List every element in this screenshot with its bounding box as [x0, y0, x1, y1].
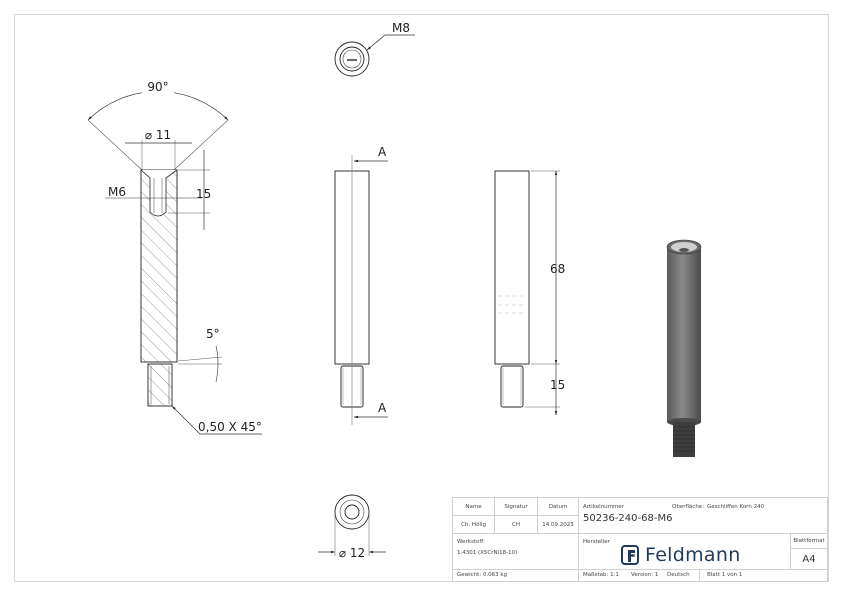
header-name: Name — [453, 498, 495, 516]
article-number: 50236-240-68-M6 — [583, 513, 673, 524]
manufacturer-label: Hersteller — [583, 539, 610, 545]
top-view: M8 — [334, 21, 415, 77]
thread-length-15-label: 15 — [550, 378, 565, 392]
depth-15-label: 15 — [196, 187, 211, 201]
weight: Gewicht: 0.063 kg — [457, 572, 508, 578]
sheet-format-value: A4 — [791, 549, 828, 570]
article-label: Artikelnummer — [583, 504, 624, 510]
manufacturer-cell: Hersteller Feldmann — [579, 534, 791, 570]
section-marker-a-top: A — [378, 145, 387, 159]
diameter-11-label: ⌀ 11 — [145, 128, 171, 142]
material-label: Werkstoff: — [457, 539, 485, 545]
weight-cell: Gewicht: 0.063 kg — [453, 570, 579, 582]
m8-thread-label: M8 — [392, 21, 410, 35]
bottom-view: ⌀ 12 — [318, 494, 386, 560]
footer-cell: Maßstab: 1:1 Version: 1 Deutsch Blatt 1 … — [579, 570, 828, 582]
section-marker-a-bottom: A — [378, 401, 387, 415]
chamfer-label: 0,50 X 45° — [198, 420, 262, 434]
logo-icon — [621, 545, 639, 565]
material-cell: Werkstoff: 1.4301 (X5CrNi18-10) — [453, 534, 579, 570]
article-cell: Artikelnummer 50236-240-68-M6 Oberfläche… — [579, 498, 828, 534]
sheet-format-label: Blattformat — [791, 534, 828, 549]
side-view: 68 15 — [494, 170, 565, 415]
manufacturer-name: Feldmann — [645, 544, 741, 566]
sheet-number: Blatt 1 von 1 — [707, 572, 743, 578]
title-block: Name Signatur Datum Ch. Hölig CH 14.09.2… — [452, 497, 828, 582]
value-date: 14.09.2023 — [538, 516, 579, 534]
language: Deutsch — [667, 572, 690, 578]
angle-90-label: 90° — [147, 80, 168, 94]
m6-thread-label: M6 — [108, 185, 126, 199]
value-signature: CH — [495, 516, 538, 534]
angle-5-label: 5° — [206, 327, 220, 341]
surface-label: Oberfläche: — [672, 504, 705, 510]
material-value: 1.4301 (X5CrNi18-10) — [457, 550, 518, 556]
section-view: 90° ⌀ 11 M6 15 5° 0,50 X 45° — [87, 79, 262, 435]
version: Version: 1 — [631, 572, 659, 578]
feldmann-logo: Feldmann — [621, 544, 741, 566]
surface-value: Geschliffen Korn 240 — [707, 504, 765, 510]
value-name: Ch. Hölig — [453, 516, 495, 534]
diameter-12-label: ⌀ 12 — [339, 546, 365, 560]
length-68-label: 68 — [550, 262, 565, 276]
scale: Maßstab: 1:1 — [583, 572, 619, 578]
drawing-frame — [14, 14, 829, 582]
isometric-view — [666, 239, 702, 457]
header-date: Datum — [538, 498, 579, 516]
header-signature: Signatur — [495, 498, 538, 516]
front-view: A A — [334, 145, 388, 425]
